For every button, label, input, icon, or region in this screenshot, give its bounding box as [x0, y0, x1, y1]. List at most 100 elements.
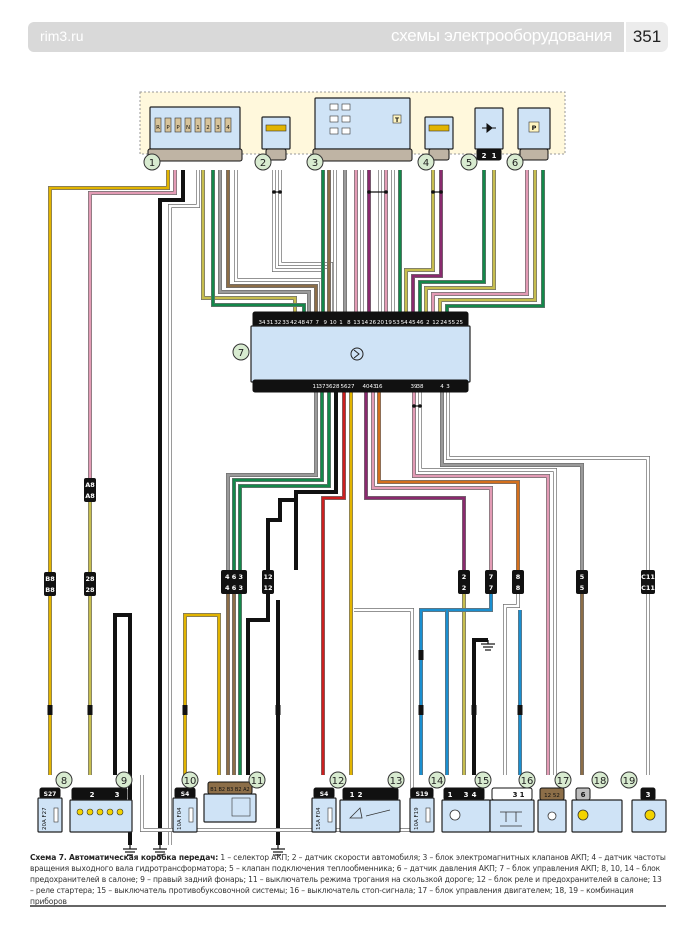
ecu-top-pin-2: 2 — [426, 320, 430, 326]
wire-9-black — [113, 613, 132, 845]
connector-28-top: 28 — [85, 575, 95, 583]
fuse-8-pin-label: S27 — [44, 791, 57, 798]
wire-6-C2-olive — [438, 170, 537, 315]
wire-7-3-white — [446, 390, 650, 570]
ecu-top-pin-31: 31 — [266, 320, 273, 326]
fuse-block-12-body — [311, 797, 337, 833]
speed-sensor-body — [261, 116, 291, 150]
connector-463-top: 4 6 3 — [225, 573, 243, 581]
wire-7-4-gray — [440, 390, 584, 570]
pressure-label: P — [532, 124, 537, 132]
switch-icon — [231, 797, 251, 817]
callout-label-10: 10 — [184, 776, 197, 787]
fuse-icon — [327, 807, 333, 823]
stop-light-switch-pin-1: 1 — [520, 791, 525, 799]
connector-B8-top: B8 — [45, 575, 55, 583]
twisted-pair-dot — [418, 404, 422, 408]
ecu-bottom-pin-28: 28 — [333, 384, 340, 390]
cluster-18-pin-6: 6 — [581, 791, 586, 799]
ecu-bottom-pin-40: 40 — [363, 384, 370, 390]
header-bar: rim3.ru схемы электрооборудования — [28, 22, 624, 52]
ecu-top-pin-33: 33 — [282, 320, 289, 326]
wire-5-2-green — [418, 170, 486, 315]
callout-label-1: 1 — [149, 158, 155, 169]
wire-1-A11-gray — [218, 170, 311, 315]
connector-C11-top: C11 — [641, 573, 655, 581]
ecu-bottom-pin-16: 16 — [376, 384, 383, 390]
connector-28-bottom: 28 — [85, 586, 95, 594]
slippery-road-switch-body — [203, 793, 257, 823]
heat-exchanger-valve-pins — [476, 148, 502, 161]
callout-9 — [115, 771, 133, 789]
callout-8 — [55, 771, 73, 789]
ecu-bottom-pin-36: 36 — [326, 384, 333, 390]
connector-5-top: 5 — [580, 573, 585, 581]
engine-ecu-icon — [547, 811, 557, 821]
wire-1-A5-white — [168, 170, 200, 845]
instrument-cluster-18-body — [571, 799, 623, 833]
callout-15 — [474, 771, 492, 789]
wire-1-A12-brown — [226, 170, 318, 315]
solenoid-icon — [329, 115, 339, 123]
lamp-icon — [96, 808, 104, 816]
temp-sensor-icon — [392, 114, 402, 124]
connector-2-top: 2 — [462, 573, 467, 581]
connector-7-bottom: 7 — [489, 584, 494, 592]
starter-relay-body — [339, 799, 401, 833]
ecu-top-pin-53: 53 — [393, 320, 400, 326]
selector-symbol-2: 2 — [206, 125, 210, 131]
callout-17 — [554, 771, 572, 789]
connector-A8-bottom: A8 — [85, 492, 95, 500]
splice-mark — [47, 705, 53, 715]
wire-5-1-olive — [424, 170, 496, 315]
ecu-bottom-pin-4: 4 — [440, 384, 444, 390]
ecu-top-pin-12: 12 — [432, 320, 439, 326]
ecu-top-pin-20: 20 — [377, 320, 384, 326]
ecu-top-pin-34: 34 — [259, 320, 266, 326]
selector-symbol-P: P — [176, 125, 180, 131]
wire-7-56-red-outline — [321, 390, 346, 775]
selector-symbol-4: 4 — [226, 125, 230, 131]
starter-relay-pin-1: 1 — [350, 791, 355, 799]
temp-sensor-label: T — [395, 117, 400, 124]
connector-B8 — [44, 572, 56, 596]
wire-7-39-pink — [412, 390, 550, 775]
wire-4-B2-violet — [411, 170, 443, 315]
connector-A8-top: A8 — [85, 481, 95, 489]
callout-label-14: 14 — [431, 776, 444, 787]
solenoid-icon — [341, 115, 351, 123]
selector-akp-pins — [147, 148, 243, 162]
callout-12 — [329, 771, 347, 789]
fuse-icon — [188, 807, 194, 823]
selector-symbol-R: R — [156, 125, 160, 131]
selector-contact — [164, 117, 172, 133]
connector-C11 — [641, 570, 655, 594]
connector-2-bottom: 2 — [462, 584, 467, 592]
indicator-lamp-icon — [449, 809, 461, 821]
ecu-top-pin-55: 55 — [448, 320, 455, 326]
ecu-icon — [350, 347, 364, 361]
callout-label-7: 7 — [238, 348, 244, 359]
fuse-icon — [425, 807, 431, 823]
fuse-8-rating: 20A F27 — [42, 807, 48, 830]
callout-label-6: 6 — [512, 158, 518, 169]
wire-7-37-green — [232, 390, 324, 570]
callout-19 — [620, 771, 638, 789]
ecu-bottom-pin-11: 11 — [313, 384, 320, 390]
ecu-top-pin-26: 26 — [369, 320, 376, 326]
caption-rule — [30, 905, 666, 907]
wire-12-black — [246, 594, 270, 775]
rear-light-body — [69, 799, 133, 833]
starter-relay-pin-2: 2 — [358, 791, 363, 799]
ecu-top-pin-7: 7 — [316, 320, 320, 326]
callout-1 — [143, 153, 161, 171]
pressure-icon — [528, 121, 540, 133]
ecu-top-pin-24: 24 — [440, 320, 447, 326]
connector-A8 — [84, 478, 96, 502]
twisted-pair-dot — [412, 404, 416, 408]
callout-11 — [248, 771, 266, 789]
stop-light-switch-body — [489, 799, 535, 833]
solenoid-block-pins — [312, 148, 413, 162]
